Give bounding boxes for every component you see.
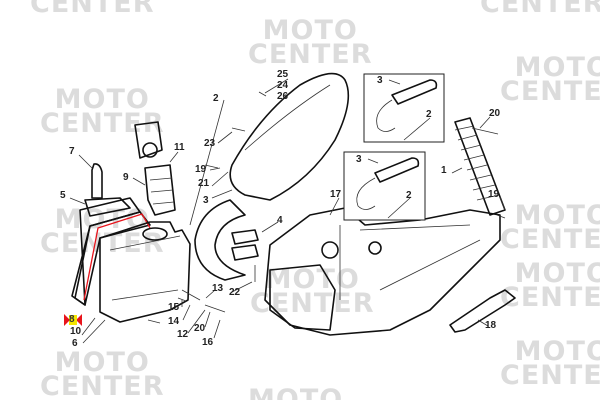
callout-2-inset-a[interactable]: 2: [426, 109, 432, 120]
inset-exhaust-variant-a: [363, 73, 445, 143]
watermark: CENTER: [480, 0, 600, 19]
callout-2-inset-b[interactable]: 2: [406, 190, 412, 201]
callout-26[interactable]: 26: [277, 91, 289, 102]
inset-exhaust-variant-b: [343, 151, 426, 221]
callout-5[interactable]: 5: [60, 190, 66, 201]
callout-24[interactable]: 24: [277, 80, 289, 91]
callout-1[interactable]: 1: [441, 165, 447, 176]
callout-9[interactable]: 9: [123, 172, 129, 183]
rear-shock-absorber: [454, 117, 506, 219]
exhaust-muffler: [194, 72, 350, 281]
callout-13[interactable]: 13: [212, 283, 224, 294]
selected-part-marker[interactable]: [64, 314, 82, 326]
callout-19-shock[interactable]: 19: [488, 189, 500, 200]
callout-3-inset-b[interactable]: 3: [356, 154, 362, 165]
callout-20[interactable]: 20: [194, 323, 206, 334]
callout-17[interactable]: 17: [330, 189, 342, 200]
callout-2[interactable]: 2: [213, 93, 219, 104]
callout-21[interactable]: 21: [198, 178, 210, 189]
callout-22[interactable]: 22: [229, 287, 241, 298]
leader-lines: [69, 78, 506, 344]
callout-11[interactable]: 11: [174, 142, 185, 153]
callout-6[interactable]: 6: [72, 338, 78, 349]
fasteners: [147, 91, 267, 324]
callout-10[interactable]: 10: [70, 326, 82, 337]
callout-14[interactable]: 14: [168, 316, 180, 327]
watermark: MOTO: [248, 384, 344, 400]
callout-19[interactable]: 19: [195, 164, 207, 175]
callout-20-shock[interactable]: 20: [489, 108, 501, 119]
callout-8[interactable]: 8: [69, 314, 75, 325]
callout-12[interactable]: 12: [177, 329, 189, 340]
callout-4[interactable]: 4: [277, 215, 283, 226]
callout-15[interactable]: 15: [168, 302, 180, 313]
carburetor-assembly: [134, 121, 176, 216]
callout-7[interactable]: 7: [69, 146, 75, 157]
callout-16[interactable]: 16: [202, 337, 214, 348]
kickstart-lever: [449, 289, 516, 333]
callout-25[interactable]: 25: [277, 69, 289, 80]
callout-3-inset-a[interactable]: 3: [377, 75, 383, 86]
callout-18[interactable]: 18: [485, 320, 497, 331]
callout-23[interactable]: 23: [204, 138, 216, 149]
watermark: CENTER: [30, 0, 155, 19]
callout-3[interactable]: 3: [203, 195, 209, 206]
air-filter-housing: [71, 163, 191, 323]
